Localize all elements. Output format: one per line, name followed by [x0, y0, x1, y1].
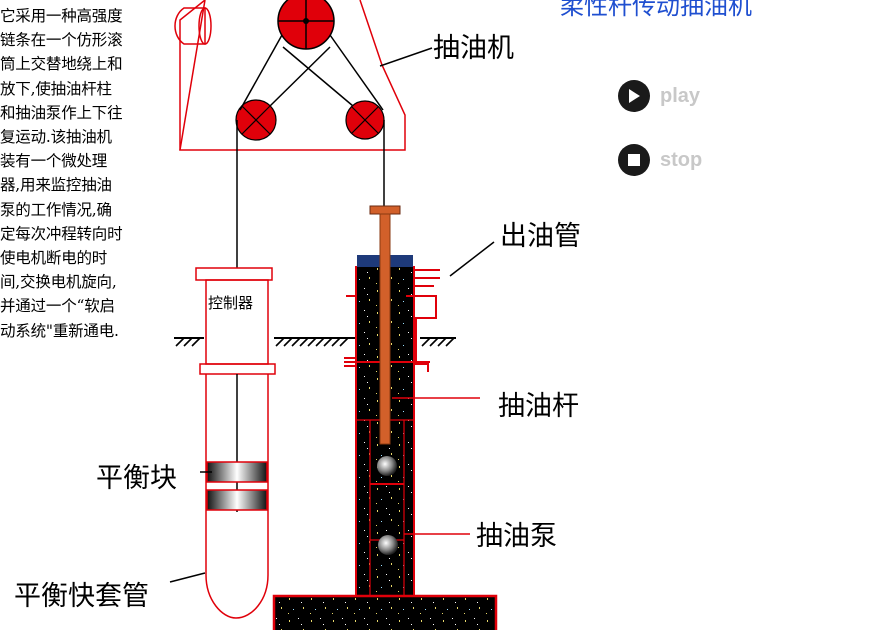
stop-button[interactable]: stop: [618, 144, 702, 176]
stop-icon[interactable]: [618, 144, 650, 176]
pulley-right: [345, 100, 385, 140]
chain-lines: [236, 34, 385, 268]
label-counterweight-sleeve: 平衡快套管: [14, 581, 149, 612]
play-label[interactable]: play: [660, 84, 701, 107]
label-outlet-pipe: 出油管: [500, 221, 581, 252]
pumping-unit-housing: [174, 0, 406, 151]
pump-ball-upper: [377, 456, 397, 476]
counterweight-sleeve: [195, 267, 276, 619]
play-icon[interactable]: [618, 80, 650, 112]
counterweight-block-lower: [206, 489, 268, 511]
rod-clamp: [369, 205, 401, 215]
label-sucker-rod: 抽油杆: [498, 391, 579, 422]
leader-pumping-unit: [379, 47, 433, 67]
stop-label[interactable]: stop: [660, 148, 703, 171]
ground-surface: [174, 337, 456, 347]
pump-ball-lower: [378, 535, 398, 555]
label-oil-pump: 抽油泵: [476, 521, 557, 552]
description-text: 它采用一种高强度 链条在一个仿形滚 筒上交替地绕上和 放下,使抽油杆柱 和抽油泵…: [0, 7, 123, 340]
sucker-rod: [379, 213, 391, 445]
label-counterweight: 平衡块: [96, 463, 177, 494]
counterweight-block-upper: [206, 461, 268, 483]
label-controller: 控制器: [208, 294, 254, 312]
label-pumping-unit: 抽油机: [433, 33, 514, 64]
diagram-title: 柔性杆传动抽油机: [560, 0, 752, 20]
leader-outlet-pipe: [449, 241, 495, 277]
drum-top: [277, 0, 335, 50]
pulley-left: [235, 99, 277, 141]
play-button[interactable]: play: [618, 80, 700, 112]
